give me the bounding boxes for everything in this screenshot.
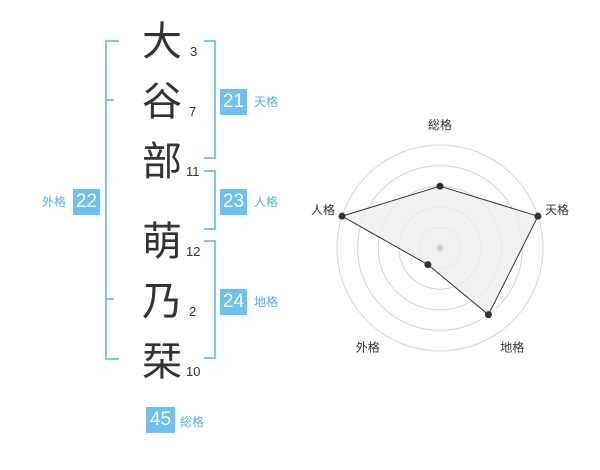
tenkaku-score: 21 <box>220 89 247 115</box>
name-char-2: 谷 <box>142 79 182 125</box>
radar-axis-label: 外格 <box>356 340 380 355</box>
chikaku-score: 24 <box>220 289 247 315</box>
soukaku-score: 45 <box>146 407 175 433</box>
stroke-count-3: 11 <box>186 164 200 179</box>
radar-grid-ring <box>336 144 544 352</box>
radar-point-1 <box>436 182 444 190</box>
radar-point-4 <box>424 261 432 269</box>
stroke-count-6: 10 <box>186 364 201 379</box>
bracket-tick <box>105 99 114 101</box>
bracket-tick <box>105 298 114 300</box>
stroke-count-1: 3 <box>190 44 198 59</box>
chikaku-bracket <box>204 240 216 359</box>
name-char-6: 栞 <box>142 339 182 385</box>
radar-axis-label: 人格 <box>311 202 335 217</box>
name-char-4: 萌 <box>142 219 182 265</box>
name-char-5: 乃 <box>142 279 182 325</box>
radar-axis-label: 天格 <box>545 202 569 217</box>
tenkaku-bracket <box>204 40 216 159</box>
radar-point-3 <box>484 311 492 319</box>
radar-point-5 <box>338 212 346 220</box>
gaikaku-score: 22 <box>73 189 100 215</box>
stroke-count-5: 2 <box>189 304 197 319</box>
radar-point-2 <box>534 212 542 220</box>
name-char-1: 大 <box>142 19 182 65</box>
jinkaku-label: 人格 <box>254 195 279 209</box>
radar-axis-label: 地格 <box>500 340 524 355</box>
jinkaku-bracket <box>204 170 216 230</box>
tenkaku-label: 天格 <box>254 95 279 109</box>
chikaku-label: 地格 <box>254 295 279 309</box>
radar-axis-label: 総格 <box>428 117 452 132</box>
soukaku-label: 総格 <box>180 415 205 429</box>
stroke-count-4: 12 <box>186 244 201 259</box>
jinkaku-score: 23 <box>220 189 247 215</box>
stroke-count-2: 7 <box>189 104 197 119</box>
name-char-3: 部 <box>142 139 182 185</box>
gaikaku-label: 外格 <box>42 195 67 209</box>
gaikaku-bracket <box>105 40 119 360</box>
radar-center-dot <box>436 244 444 252</box>
